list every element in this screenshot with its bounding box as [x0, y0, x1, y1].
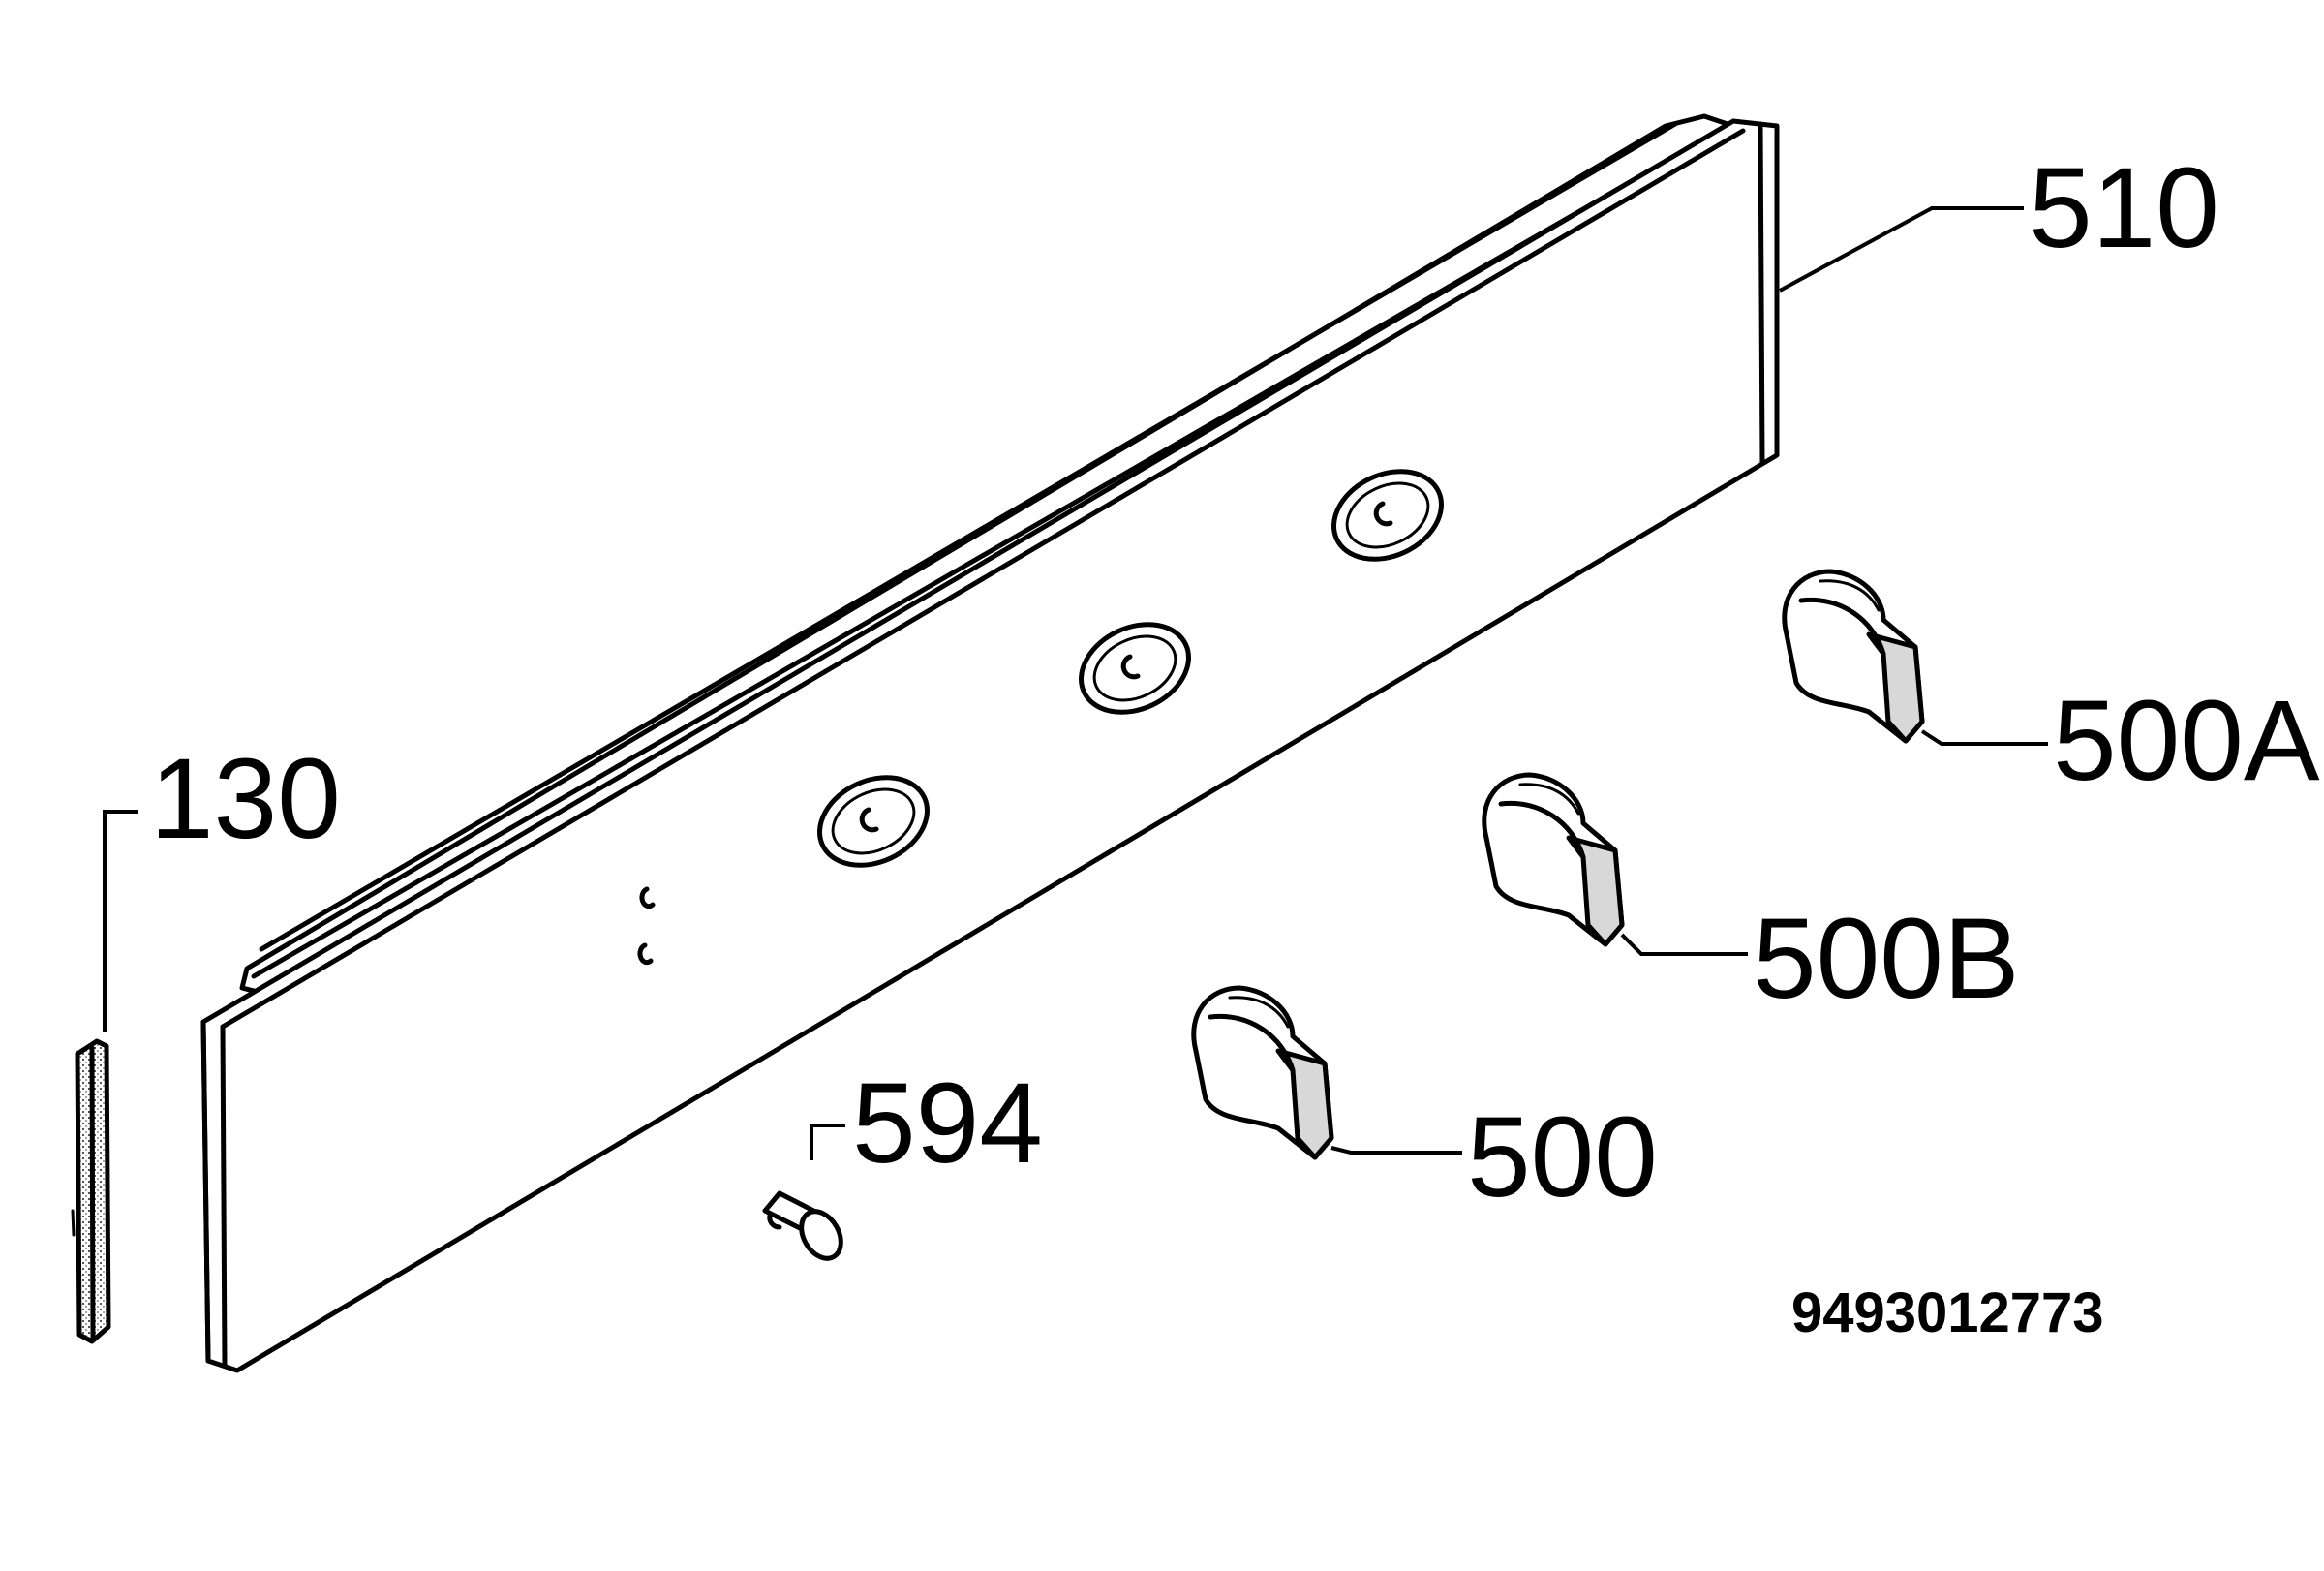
label-510: 510	[2029, 144, 2219, 272]
control-knob-500	[1191, 985, 1334, 1160]
label-500: 500	[1467, 1094, 1658, 1221]
label-500a: 500A	[2053, 677, 2320, 805]
knob-hole	[1331, 469, 1444, 562]
indicator-hole	[637, 886, 656, 966]
knob-hole	[1079, 622, 1191, 715]
trim-strip	[71, 1038, 111, 1344]
label-594: 594	[852, 1060, 1043, 1187]
label-500b: 500B	[1753, 895, 2020, 1023]
document-number: 9493012773	[1791, 1281, 2104, 1344]
control-knob-500a	[1782, 569, 1925, 744]
leader-lines	[103, 206, 2048, 1160]
knob-hole	[817, 775, 930, 868]
screw	[762, 1190, 843, 1261]
label-130: 130	[150, 735, 341, 863]
control-knob-500b	[1482, 772, 1625, 947]
control-panel	[200, 113, 1780, 1373]
